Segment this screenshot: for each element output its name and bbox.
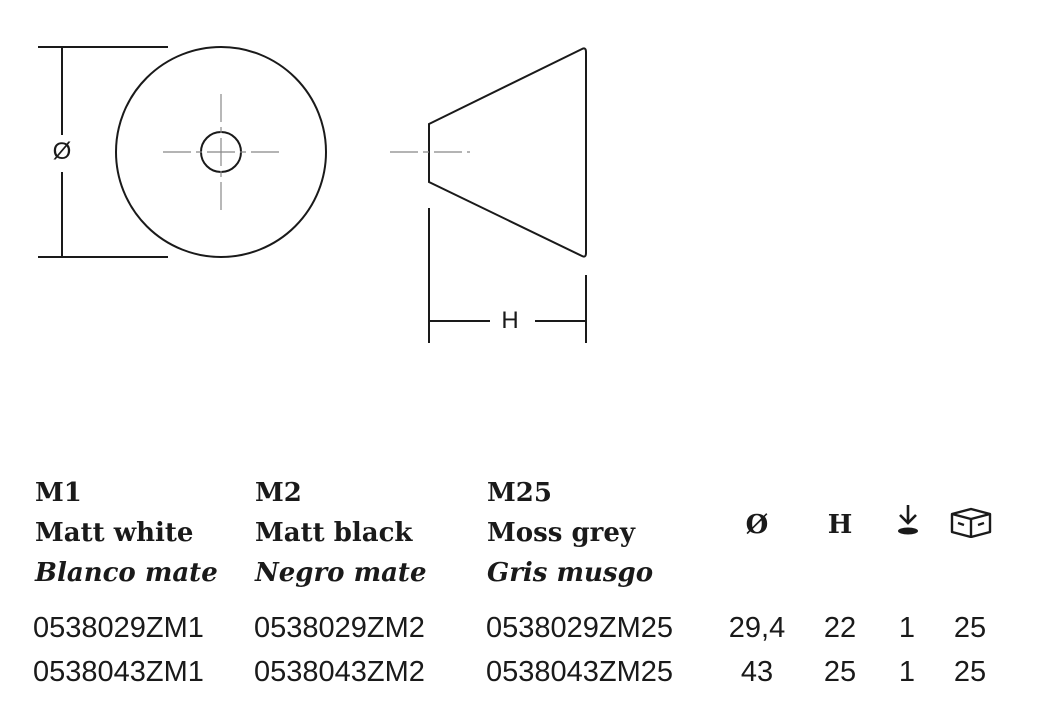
article-code-m2: 0538029ZM2	[254, 612, 425, 644]
fixing-value: 1	[898, 656, 916, 688]
finish-name-es-m1: Blanco mate	[35, 558, 218, 588]
header-diameter: Ø	[745, 510, 769, 540]
article-code-m25: 0538043ZM25	[486, 656, 674, 688]
finish-name-es-m2: Negro mate	[255, 558, 427, 588]
finish-name-en-m25: Moss grey	[487, 518, 635, 548]
pack-value: 25	[953, 656, 987, 688]
height-value: 25	[823, 656, 857, 688]
article-code-m1: 0538043ZM1	[33, 656, 204, 688]
pack-value: 25	[953, 612, 987, 644]
diameter-dimension-label: Ø	[52, 138, 72, 165]
article-code-m2: 0538043ZM2	[254, 656, 425, 688]
finish-name-es-m25: Gris musgo	[487, 558, 654, 588]
diameter-value: 29,4	[728, 612, 786, 644]
finish-name-en-m2: Matt black	[255, 518, 413, 548]
finish-code-m1: M1	[35, 478, 82, 508]
knob-side-outline	[428, 47, 587, 258]
height-value: 22	[823, 612, 857, 644]
screw-fixing-icon	[898, 505, 918, 535]
fixing-value: 1	[898, 612, 916, 644]
article-code-m25: 0538029ZM25	[486, 612, 674, 644]
finish-code-m2: M2	[255, 478, 302, 508]
height-dimension-label: H	[501, 307, 519, 334]
knob-front-outline	[115, 46, 327, 258]
article-code-m1: 0538029ZM1	[33, 612, 204, 644]
header-height: H	[827, 510, 853, 540]
diameter-value: 43	[740, 656, 774, 688]
technical-drawing	[38, 46, 587, 343]
finish-code-m25: M25	[487, 478, 552, 508]
box-package-icon	[950, 507, 992, 538]
finish-name-en-m1: Matt white	[35, 518, 194, 548]
